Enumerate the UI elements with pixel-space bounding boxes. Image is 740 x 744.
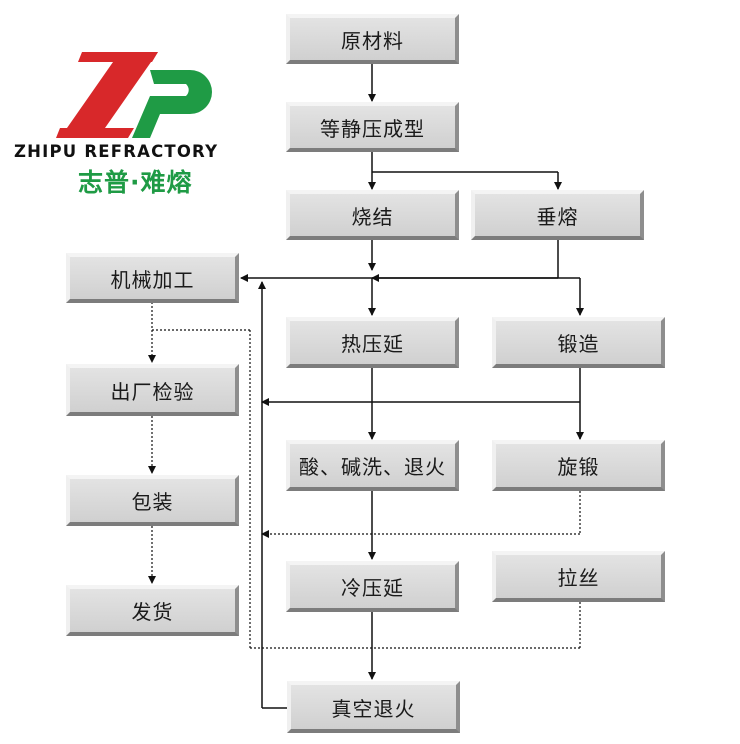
node-hot-rolling: 热压延: [286, 317, 459, 368]
node-packaging: 包装: [66, 475, 239, 526]
logo-p-mark: [132, 70, 212, 138]
node-factory-inspection: 出厂检验: [66, 364, 239, 416]
node-vertical-melting: 垂熔: [471, 190, 644, 240]
logo-z-mark: [60, 52, 158, 138]
node-machining: 机械加工: [66, 253, 239, 303]
node-sintering: 烧结: [286, 190, 459, 240]
node-acid-alkali-wash-anneal: 酸、碱洗、退火: [286, 440, 459, 491]
logo-brand-english: ZHIPU REFRACTORY: [14, 142, 219, 161]
node-cold-rolling: 冷压延: [286, 561, 459, 612]
node-raw-material: 原材料: [286, 14, 459, 64]
node-isostatic-pressing: 等静压成型: [286, 102, 459, 152]
node-shipping: 发货: [66, 585, 239, 636]
logo-brand-chinese: 志普·难熔: [78, 168, 193, 197]
node-forging: 锻造: [492, 317, 665, 368]
node-wire-drawing: 拉丝: [492, 551, 665, 602]
node-rotary-swaging: 旋锻: [492, 440, 665, 491]
node-vacuum-annealing: 真空退火: [287, 681, 460, 733]
zhipu-logo: [56, 52, 212, 138]
